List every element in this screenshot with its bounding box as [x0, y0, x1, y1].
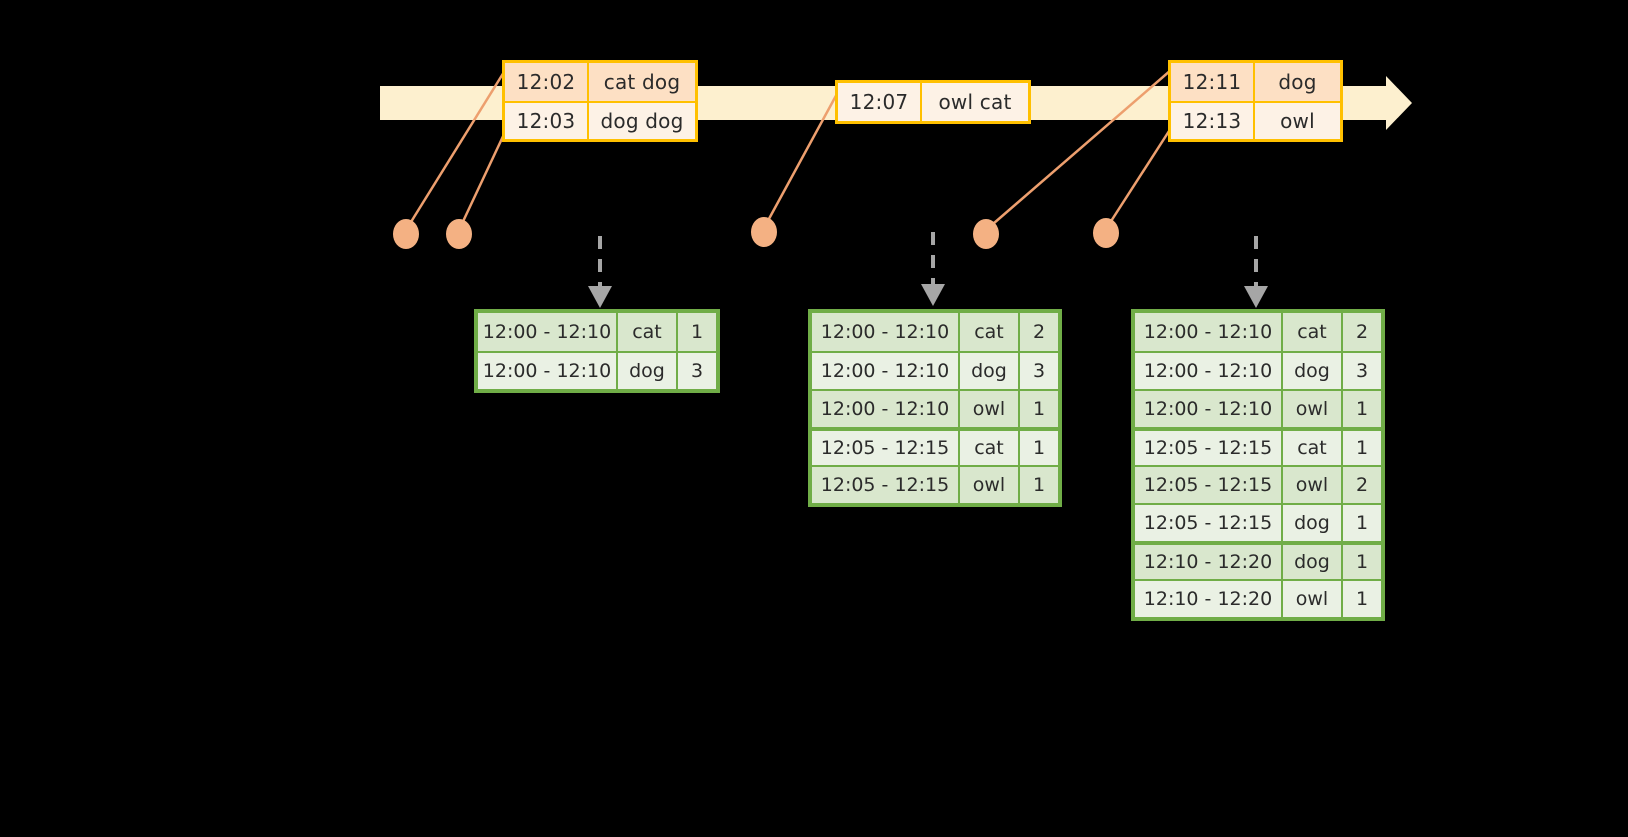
word-key: dog [1283, 505, 1343, 541]
event-words: dog [1255, 63, 1340, 101]
word-count: 1 [1020, 467, 1058, 503]
window-range: 12:00 - 12:10 [478, 313, 618, 351]
window-range: 12:10 - 12:20 [1135, 581, 1283, 617]
emit-arrowhead-3 [1244, 286, 1268, 308]
event-row: 12:11 dog [1171, 63, 1340, 101]
marker-dot [446, 219, 472, 249]
word-count: 1 [1343, 545, 1381, 579]
window-range: 12:05 - 12:15 [812, 431, 960, 465]
word-count: 1 [1020, 391, 1058, 427]
emit-arrowhead-1 [588, 286, 612, 308]
window-range: 12:05 - 12:15 [1135, 431, 1283, 465]
word-count: 1 [678, 313, 716, 351]
word-count: 3 [1343, 353, 1381, 389]
event-row: 12:07 owl cat [838, 83, 1028, 121]
word-key: dog [1283, 545, 1343, 579]
event-row: 12:13 owl [1171, 101, 1340, 139]
marker-dot [751, 217, 777, 247]
word-count: 2 [1343, 313, 1381, 351]
marker-dot [1093, 218, 1119, 248]
window-range: 12:05 - 12:15 [1135, 505, 1283, 541]
word-key: owl [960, 467, 1020, 503]
window-range: 12:05 - 12:15 [812, 467, 960, 503]
word-key: dog [960, 353, 1020, 389]
window-range: 12:00 - 12:10 [812, 391, 960, 427]
event-time: 12:11 [1171, 63, 1255, 101]
word-count: 3 [678, 353, 716, 389]
event-row: 12:03 dog dog [505, 101, 695, 139]
word-count: 1 [1343, 581, 1381, 617]
event-box-1[interactable]: 12:02 cat dog 12:03 dog dog [502, 60, 698, 142]
window-range: 12:00 - 12:10 [812, 313, 960, 351]
event-time: 12:02 [505, 63, 589, 101]
word-key: owl [960, 391, 1020, 427]
event-box-3[interactable]: 12:11 dog 12:13 owl [1168, 60, 1343, 142]
window-range: 12:00 - 12:10 [478, 353, 618, 389]
window-range: 12:00 - 12:10 [1135, 313, 1283, 351]
word-count: 2 [1020, 313, 1058, 351]
marker-dot [973, 219, 999, 249]
event-box-2[interactable]: 12:07 owl cat [835, 80, 1031, 124]
word-count: 1 [1343, 505, 1381, 541]
word-key: cat [960, 313, 1020, 351]
word-key: cat [1283, 313, 1343, 351]
event-row: 12:02 cat dog [505, 63, 695, 101]
event-words: owl cat [922, 83, 1028, 121]
window-range: 12:00 - 12:10 [1135, 391, 1283, 427]
word-count: 2 [1343, 467, 1381, 503]
window-range: 12:05 - 12:15 [1135, 467, 1283, 503]
event-words: cat dog [589, 63, 695, 101]
emit-arrowhead-2 [921, 284, 945, 306]
marker-dot [393, 219, 419, 249]
word-key: cat [960, 431, 1020, 465]
word-key: owl [1283, 467, 1343, 503]
word-key: owl [1283, 391, 1343, 427]
event-time: 12:03 [505, 103, 589, 139]
word-count: 1 [1343, 391, 1381, 427]
word-count: 3 [1020, 353, 1058, 389]
event-words: owl [1255, 103, 1340, 139]
word-key: dog [1283, 353, 1343, 389]
word-key: dog [618, 353, 678, 389]
window-range: 12:10 - 12:20 [1135, 545, 1283, 579]
word-count: 1 [1343, 431, 1381, 465]
timeline-arrow-icon [1386, 76, 1412, 130]
word-key: cat [618, 313, 678, 351]
event-time: 12:07 [838, 83, 922, 121]
word-key: owl [1283, 581, 1343, 617]
word-key: cat [1283, 431, 1343, 465]
window-range: 12:00 - 12:10 [1135, 353, 1283, 389]
word-count: 1 [1020, 431, 1058, 465]
event-words: dog dog [589, 103, 695, 139]
window-range: 12:00 - 12:10 [812, 353, 960, 389]
event-time: 12:13 [1171, 103, 1255, 139]
